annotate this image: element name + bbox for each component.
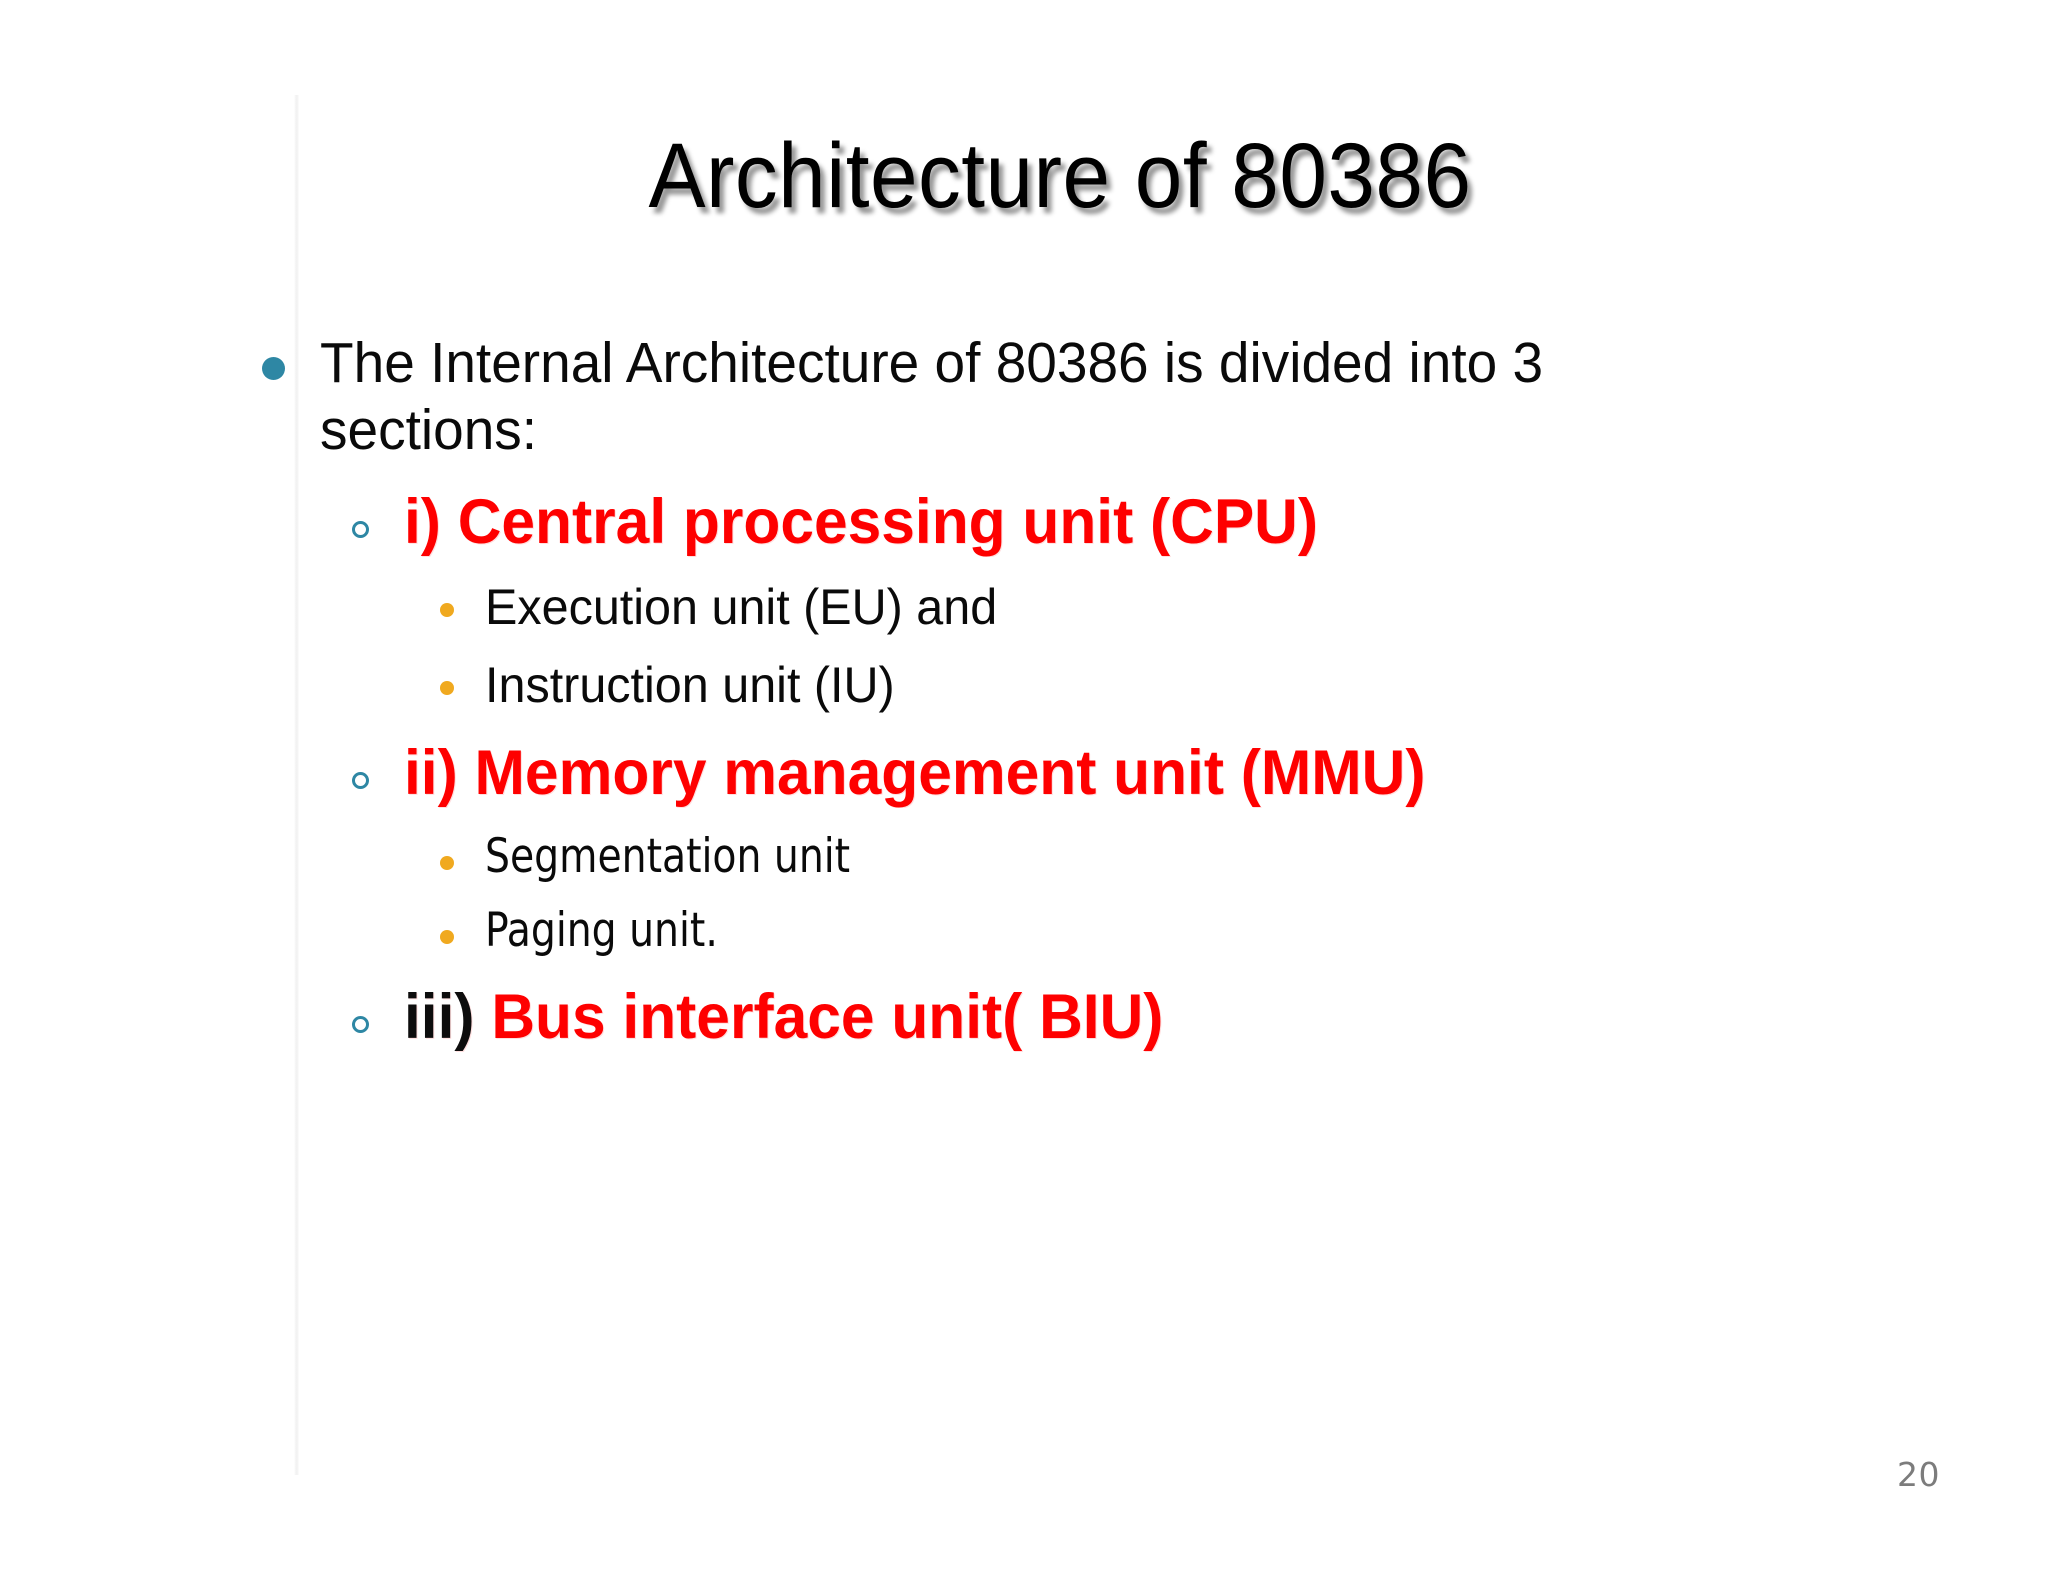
section-heading-cpu: i) Central processing unit (CPU) [240,487,1880,559]
left-vertical-rule [294,95,299,1475]
list-item-paging-unit-label: Paging unit. [485,903,718,959]
list-item-instruction-unit-label: Instruction unit (IU) [485,656,895,713]
list-item-paging-unit: Paging unit. [240,903,1880,959]
section-heading-cpu-label: i) Central processing unit (CPU) [404,487,1318,558]
list-item-execution-unit: Execution unit (EU) and [240,579,1880,637]
section-heading-biu-red: Bus interface unit( BIU) [491,982,1164,1053]
ring-bullet-icon [352,772,369,790]
ring-bullet-icon [352,1016,369,1034]
disc-bullet-icon [262,357,285,380]
ring-bullet-icon [352,521,369,539]
section-heading-biu: iii) Bus interface unit( BIU) [240,982,1880,1054]
dot-bullet-icon [440,680,454,695]
dot-bullet-icon [440,603,454,618]
section-heading-mmu-label: ii) Memory management unit (MMU) [404,738,1426,809]
dot-bullet-icon [440,930,454,945]
page-title: Architecture of 80386 [648,125,1472,227]
list-item-intro: The Internal Architecture of 80386 is di… [240,330,1880,463]
list-item-segmentation-unit-label: Segmentation unit [485,829,851,884]
page-number: 20 [1897,1455,1940,1494]
list-item-execution-unit-label: Execution unit (EU) and [485,579,998,636]
section-heading-biu-prefix: iii) [404,982,492,1053]
slide-body: The Internal Architecture of 80386 is di… [240,330,1880,1062]
intro-text: The Internal Architecture of 80386 is di… [320,331,1544,462]
dot-bullet-icon [440,856,454,870]
list-item-instruction-unit: Instruction unit (IU) [240,657,1880,715]
list-item-segmentation-unit: Segmentation unit [240,829,1880,884]
section-heading-biu-label: iii) Bus interface unit( BIU) [404,982,1821,1054]
section-heading-mmu: ii) Memory management unit (MMU) [240,738,1880,810]
